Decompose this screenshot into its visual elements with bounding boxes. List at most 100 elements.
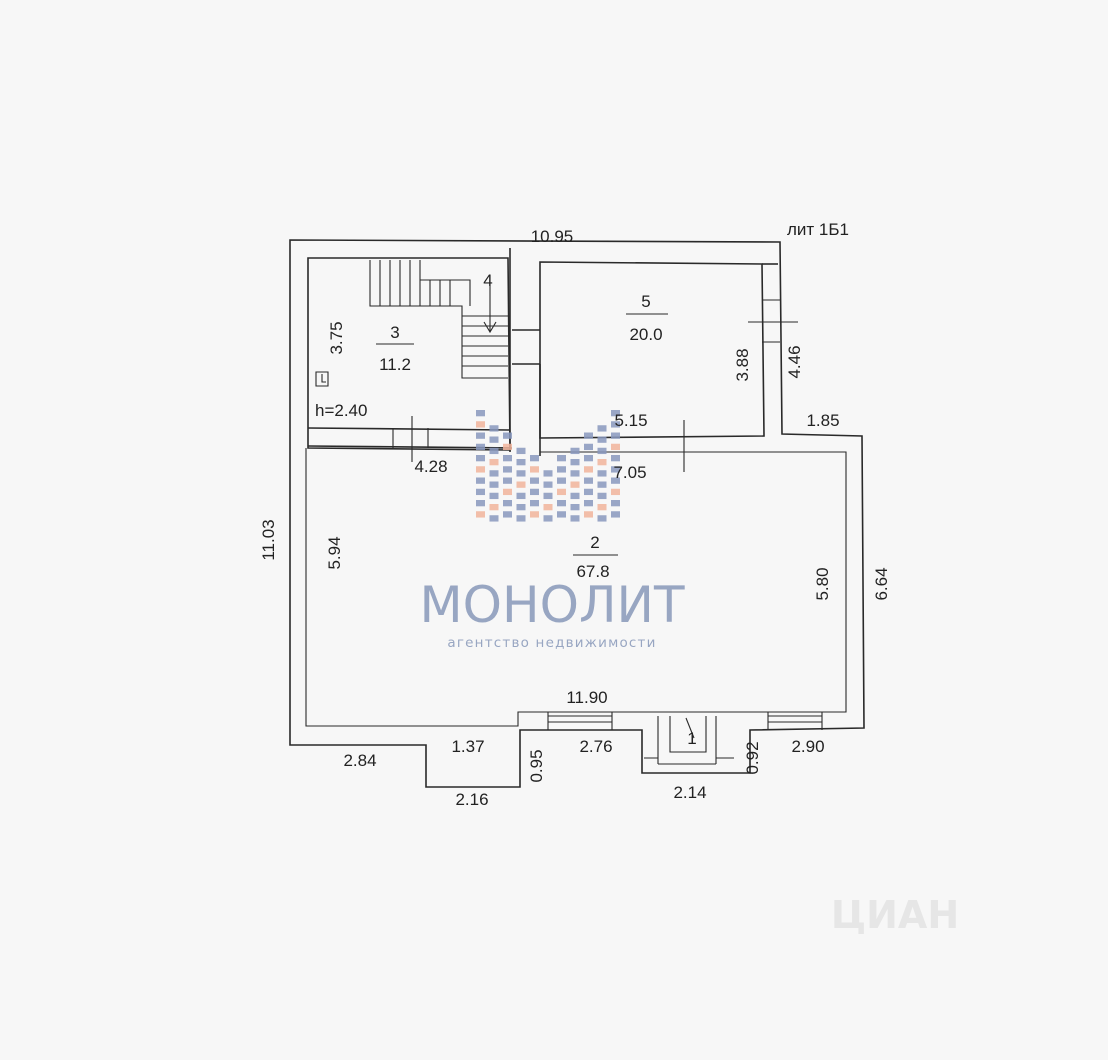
logo-block <box>557 488 566 496</box>
logo-block <box>476 511 485 518</box>
dim-room3-height: 3.75 <box>327 321 346 354</box>
logo-block <box>570 459 580 466</box>
logo-block <box>543 470 553 477</box>
logo-block <box>516 470 526 477</box>
logo-block <box>476 466 485 473</box>
dim-notch-side: 0.95 <box>527 749 546 782</box>
watermark-subtitle: агентство недвижимости <box>447 635 656 651</box>
logo-block <box>584 500 593 507</box>
logo-block <box>503 511 512 518</box>
logo-block <box>530 477 539 484</box>
ceiling-height: h=2.40 <box>315 401 367 420</box>
dim-top-width: 10.95 <box>531 227 574 246</box>
logo-block <box>597 492 607 500</box>
staircase <box>369 260 508 379</box>
logo-block <box>503 488 512 496</box>
dim-right-height: 6.64 <box>872 567 891 600</box>
logo-block <box>503 500 512 507</box>
dim-room2-left: 5.94 <box>325 536 344 569</box>
logo-block <box>503 443 512 451</box>
logo-block <box>516 459 526 466</box>
logo-block <box>543 481 553 488</box>
logo-block <box>557 511 566 518</box>
logo-block <box>570 504 580 511</box>
dim-room5-height: 3.88 <box>733 348 752 381</box>
logo-block <box>611 500 620 507</box>
logo-block <box>557 500 566 507</box>
logo-block <box>516 481 526 488</box>
dim-notch-bottom: 2.16 <box>455 790 488 809</box>
logo-block <box>570 447 580 455</box>
dim-notch-depth: 1.37 <box>451 737 484 756</box>
logo-block <box>489 436 499 443</box>
logo-block <box>611 466 620 473</box>
logo-block <box>476 421 485 428</box>
logo-block <box>570 515 580 522</box>
logo-block <box>597 447 607 455</box>
logo-block <box>489 470 499 477</box>
logo-block <box>611 432 620 439</box>
dim-room3-width: 4.28 <box>414 457 447 476</box>
dim-bottom-left: 2.84 <box>343 751 376 770</box>
logo-block <box>611 421 620 428</box>
logo-block <box>557 455 566 462</box>
room-3-number: 3 <box>390 323 399 342</box>
stamp-text: ЦИАН <box>831 893 959 937</box>
room-2-number: 2 <box>590 533 599 552</box>
dim-porch-width: 2.14 <box>673 783 706 802</box>
logo-block <box>476 500 485 507</box>
logo-block <box>597 481 607 488</box>
logo-block <box>611 488 620 496</box>
logo-block <box>489 459 499 466</box>
logo-block <box>584 432 593 439</box>
logo-block <box>597 470 607 477</box>
watermark-logo-icon <box>476 410 620 522</box>
logo-block <box>611 477 620 484</box>
logo-block <box>584 455 593 462</box>
dim-bottom-right: 2.90 <box>791 737 824 756</box>
logo-block <box>476 432 485 439</box>
room-2-area: 67.8 <box>576 562 609 581</box>
logo-block <box>597 515 607 522</box>
logo-block <box>489 515 499 522</box>
logo-block <box>597 436 607 443</box>
logo-block <box>516 447 526 455</box>
dim-porch-side: 0.92 <box>743 741 762 774</box>
logo-block <box>570 470 580 477</box>
logo-block <box>584 477 593 484</box>
dimension-ticks <box>315 321 798 739</box>
logo-block <box>611 443 620 451</box>
room-3-area: 11.2 <box>379 355 411 374</box>
logo-block <box>611 410 620 417</box>
dim-bottom-width: 11.90 <box>566 688 607 707</box>
room-1-number: 1 <box>687 729 696 748</box>
dim-room5-width: 5.15 <box>614 411 647 430</box>
dim-room2-width: 7.05 <box>613 463 646 482</box>
logo-block <box>489 504 499 511</box>
room-5-number: 5 <box>641 292 650 311</box>
logo-block <box>476 477 485 484</box>
logo-block <box>543 492 553 500</box>
room-4-number: 4 <box>483 271 492 290</box>
logo-block <box>530 488 539 496</box>
logo-block <box>584 466 593 473</box>
logo-block <box>503 477 512 484</box>
logo-block <box>597 425 607 432</box>
dim-left-height: 11.03 <box>259 519 278 560</box>
dim-room2-right: 5.80 <box>813 567 832 600</box>
logo-block <box>503 432 512 439</box>
logo-block <box>584 488 593 496</box>
logo-block <box>530 511 539 518</box>
logo-block <box>516 515 526 522</box>
logo-block <box>476 455 485 462</box>
liter-label: лит 1Б1 <box>787 220 849 239</box>
interior-walls <box>307 248 823 765</box>
logo-block <box>584 443 593 451</box>
logo-block <box>597 459 607 466</box>
logo-block <box>611 511 620 518</box>
logo-block <box>476 410 485 417</box>
logo-block <box>530 466 539 473</box>
logo-block <box>489 481 499 488</box>
logo-block <box>516 504 526 511</box>
